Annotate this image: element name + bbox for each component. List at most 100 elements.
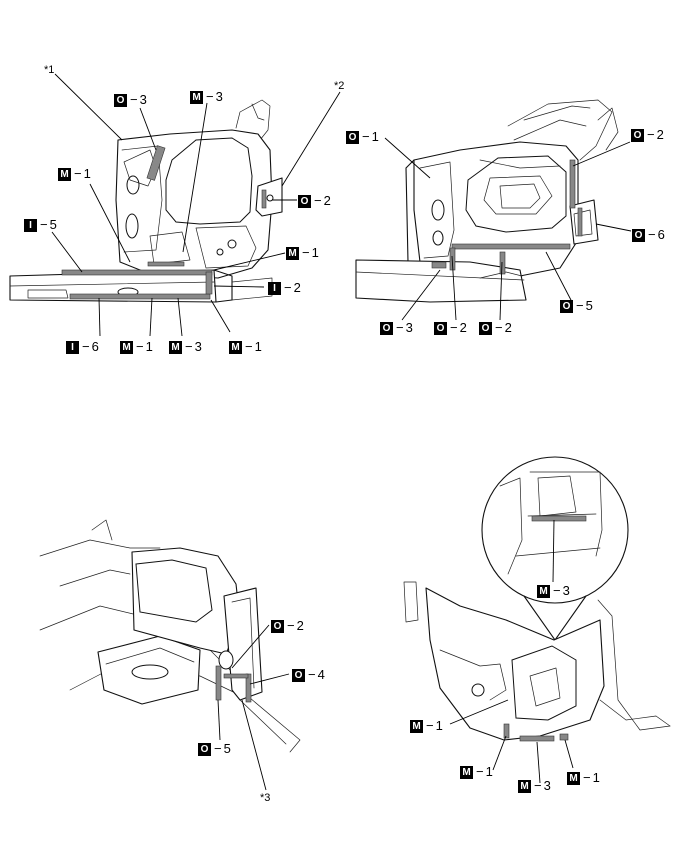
part-letter-badge: O bbox=[198, 742, 211, 756]
dash: − bbox=[74, 166, 82, 181]
side-pillar bbox=[223, 587, 263, 701]
part-label: O−2 bbox=[479, 321, 512, 335]
part-number: 2 bbox=[323, 193, 331, 208]
panel-opening bbox=[135, 559, 213, 623]
part-number: 5 bbox=[49, 217, 57, 232]
dash: − bbox=[214, 741, 222, 756]
part-letter-badge: O bbox=[114, 93, 127, 107]
part-number: 1 bbox=[254, 339, 262, 354]
part-number: 1 bbox=[435, 718, 443, 733]
part-letter-badge: O bbox=[434, 321, 447, 335]
dash: − bbox=[185, 339, 193, 354]
part-number: 4 bbox=[317, 667, 325, 682]
callout-star-3: *3 bbox=[260, 792, 271, 804]
part-number: 1 bbox=[83, 166, 91, 181]
part-letter-badge: O bbox=[346, 130, 359, 144]
dash: − bbox=[308, 667, 316, 682]
part-number: 6 bbox=[91, 339, 99, 354]
part-letter-badge: O bbox=[479, 321, 492, 335]
dash: − bbox=[302, 245, 310, 260]
part-label: O−2 bbox=[298, 194, 331, 208]
dash: − bbox=[287, 618, 295, 633]
part-letter-badge: O bbox=[560, 299, 573, 313]
sill-rail bbox=[355, 259, 527, 303]
dash: − bbox=[82, 339, 90, 354]
part-label: M−3 bbox=[169, 340, 202, 354]
part-label: M−3 bbox=[537, 584, 570, 598]
part-label: O−2 bbox=[271, 619, 304, 633]
callout-star-2: *2 bbox=[334, 80, 345, 92]
dash: − bbox=[314, 193, 322, 208]
part-number: 1 bbox=[145, 339, 153, 354]
part-number: 5 bbox=[223, 741, 231, 756]
part-label: I−6 bbox=[66, 340, 99, 354]
part-label: M−1 bbox=[229, 340, 262, 354]
dash: − bbox=[40, 217, 48, 232]
part-label: O−6 bbox=[632, 228, 665, 242]
part-letter-badge: O bbox=[632, 228, 645, 242]
part-letter-badge: M bbox=[518, 779, 531, 793]
dash: − bbox=[426, 718, 434, 733]
part-letter-badge: M bbox=[410, 719, 423, 733]
part-number: 3 bbox=[215, 89, 223, 104]
part-letter-badge: O bbox=[271, 619, 284, 633]
part-letter-badge: I bbox=[268, 281, 281, 295]
part-letter-badge: M bbox=[286, 246, 299, 260]
part-number: 3 bbox=[543, 778, 551, 793]
part-label: I−2 bbox=[268, 281, 301, 295]
part-label: M−1 bbox=[120, 340, 153, 354]
part-label: M−3 bbox=[518, 779, 551, 793]
part-number: 3 bbox=[139, 92, 147, 107]
panel-opening bbox=[165, 137, 253, 225]
part-label: O−2 bbox=[434, 321, 467, 335]
part-number: 6 bbox=[657, 227, 665, 242]
part-label: M−1 bbox=[460, 765, 493, 779]
dash: − bbox=[647, 127, 655, 142]
part-number: 1 bbox=[371, 129, 379, 144]
part-label: M−1 bbox=[286, 246, 319, 260]
dash: − bbox=[495, 320, 503, 335]
part-number: 2 bbox=[459, 320, 467, 335]
view-top-right-drawing bbox=[355, 99, 632, 321]
callout-star-1: *1 bbox=[44, 64, 55, 76]
part-number: 3 bbox=[562, 583, 570, 598]
part-label: O−3 bbox=[114, 93, 147, 107]
part-label: O−5 bbox=[198, 742, 231, 756]
part-letter-badge: M bbox=[567, 771, 580, 785]
panel-opening bbox=[511, 645, 577, 721]
dash: − bbox=[476, 764, 484, 779]
part-label: O−2 bbox=[631, 128, 664, 142]
view-top-left-drawing bbox=[9, 73, 341, 337]
part-letter-badge: M bbox=[169, 340, 182, 354]
part-number: 2 bbox=[504, 320, 512, 335]
part-number: 1 bbox=[592, 770, 600, 785]
part-letter-badge: M bbox=[120, 340, 133, 354]
dash: − bbox=[576, 298, 584, 313]
part-number: 3 bbox=[194, 339, 202, 354]
part-letter-badge: O bbox=[631, 128, 644, 142]
part-letter-badge: I bbox=[66, 340, 79, 354]
part-label: O−4 bbox=[292, 668, 325, 682]
dash: − bbox=[450, 320, 458, 335]
part-label: M−3 bbox=[190, 90, 223, 104]
side-bracket bbox=[569, 199, 599, 245]
dash: − bbox=[583, 770, 591, 785]
dash: − bbox=[245, 339, 253, 354]
dash: − bbox=[534, 778, 542, 793]
part-number: 1 bbox=[485, 764, 493, 779]
dash: − bbox=[396, 320, 404, 335]
dash: − bbox=[136, 339, 144, 354]
dash: − bbox=[553, 583, 561, 598]
part-label: M−1 bbox=[567, 771, 600, 785]
view-bottom-right-drawing bbox=[403, 456, 671, 784]
part-letter-badge: I bbox=[24, 218, 37, 232]
part-label: M−1 bbox=[410, 719, 443, 733]
dash: − bbox=[362, 129, 370, 144]
view-bottom-left-drawing bbox=[39, 519, 301, 791]
part-label: I−5 bbox=[24, 218, 57, 232]
dash: − bbox=[284, 280, 292, 295]
dash: − bbox=[130, 92, 138, 107]
dash: − bbox=[648, 227, 656, 242]
detail-circle bbox=[481, 456, 629, 604]
